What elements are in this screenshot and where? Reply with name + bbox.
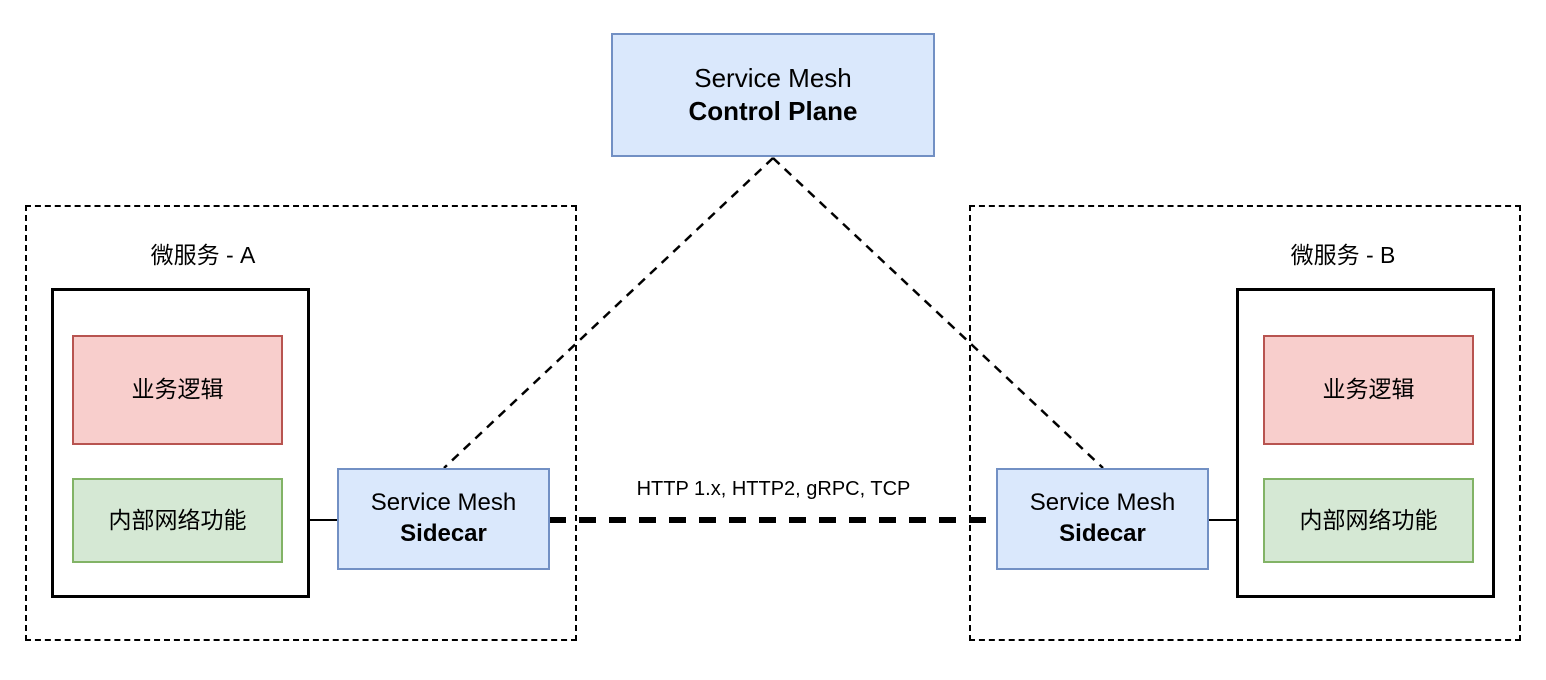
sidecar-b-line2: Sidecar (1059, 520, 1146, 547)
internal-network-b-box[interactable]: 内部网络功能 (1263, 478, 1474, 563)
internal-network-a-box[interactable]: 内部网络功能 (72, 478, 283, 563)
microservice-a-label: 微服务 - A (150, 242, 256, 268)
sidecar-b-line1: Service Mesh (1029, 489, 1176, 517)
protocol-label: HTTP 1.x, HTTP2, gRPC, TCP (636, 478, 911, 500)
sidecar-a-box[interactable]: Service Mesh Sidecar (337, 468, 550, 570)
control-plane-line2: Control Plane (688, 96, 858, 126)
business-logic-b-box[interactable]: 业务逻辑 (1263, 335, 1474, 445)
sidecar-a-line2: Sidecar (400, 520, 487, 547)
business-logic-a-box[interactable]: 业务逻辑 (72, 335, 283, 445)
sidecar-b-box[interactable]: Service Mesh Sidecar (996, 468, 1209, 570)
microservice-a-group (25, 205, 577, 641)
microservice-b-group (969, 205, 1521, 641)
control-plane-box[interactable]: Service Mesh Control Plane (611, 33, 935, 157)
sidecar-a-line1: Service Mesh (370, 489, 517, 517)
control-plane-line1: Service Mesh (694, 62, 852, 93)
microservice-b-label: 微服务 - B (1290, 242, 1396, 268)
